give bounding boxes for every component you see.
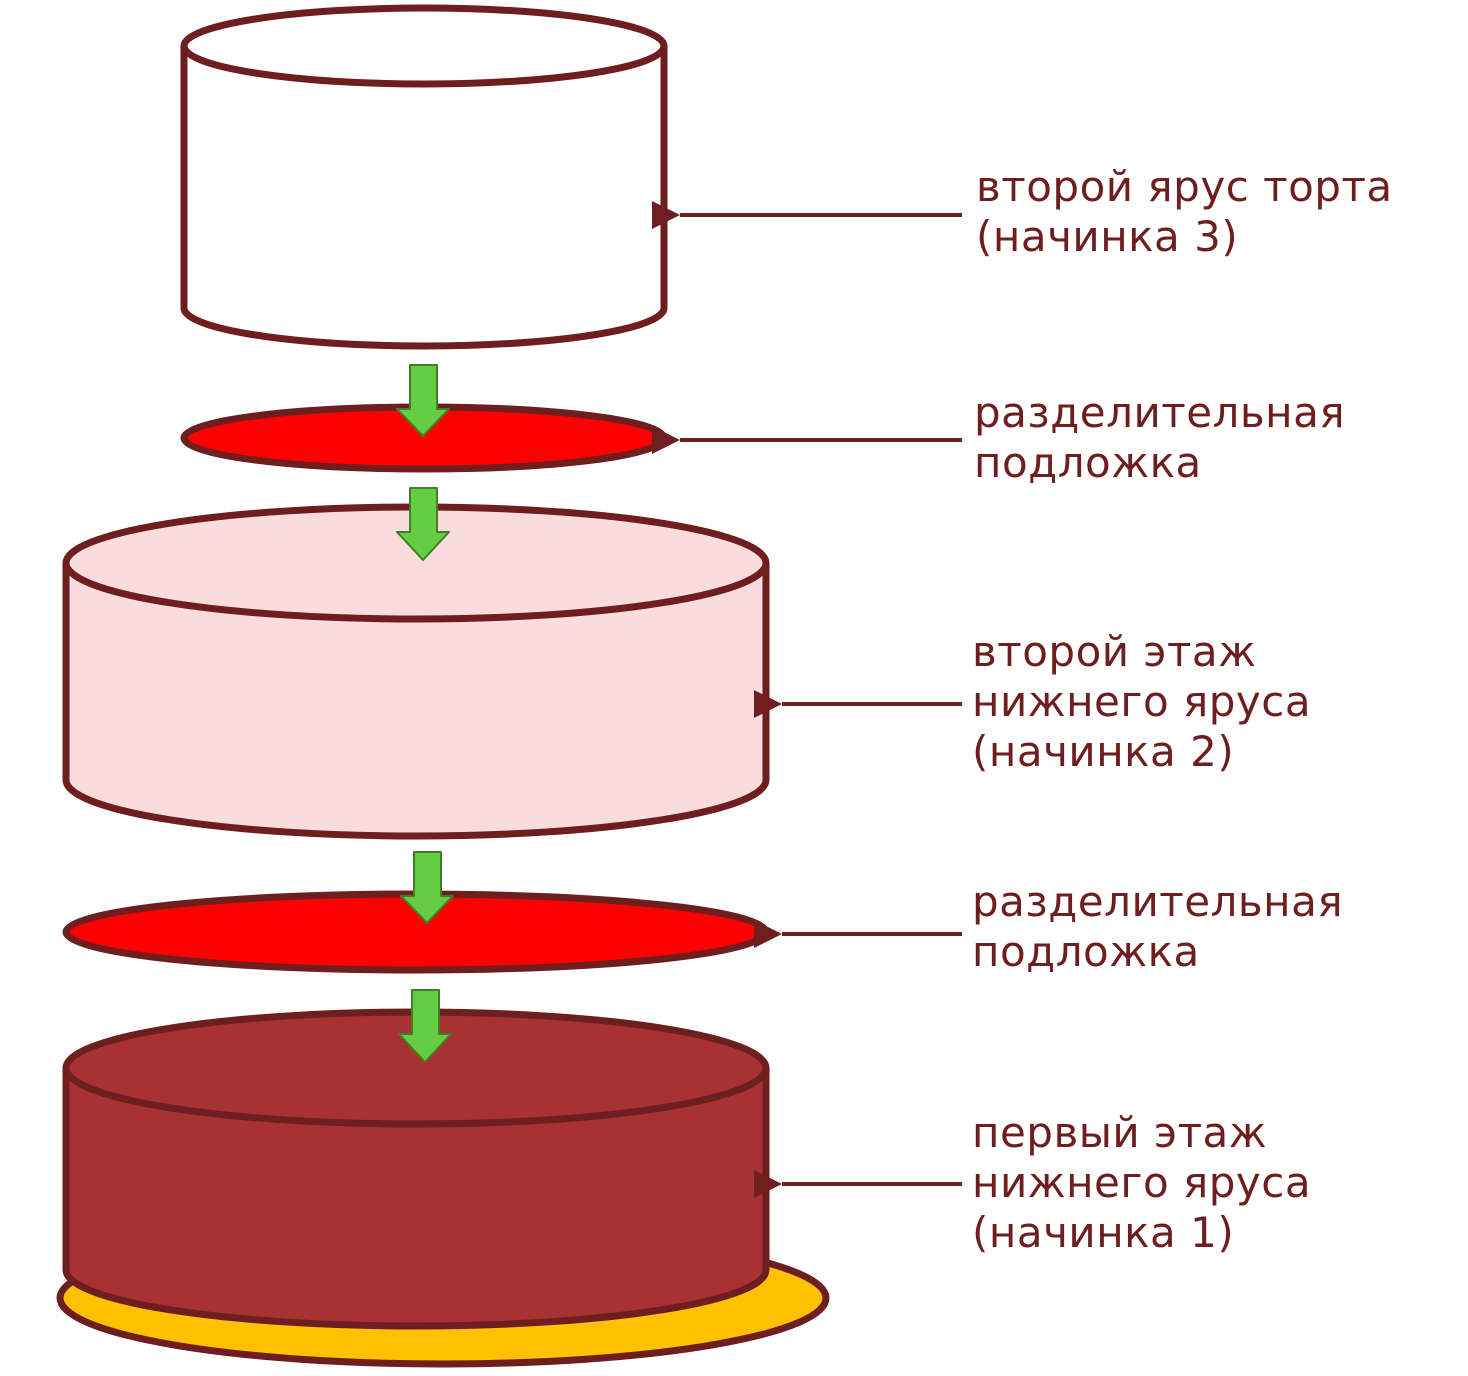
label-middle-layer-line2: нижнего яруса	[972, 677, 1312, 726]
label-separator-lower-line1: разделительная	[972, 877, 1344, 926]
assembly-arrow-3	[400, 851, 454, 924]
label-top-tier: второй ярус торта (начинка 3)	[976, 162, 1393, 262]
label-middle-layer: второй этаж нижнего яруса (начинка 2)	[972, 627, 1311, 777]
label-middle-layer-line1: второй этаж	[972, 627, 1257, 676]
label-separator-upper-line2: подложка	[974, 438, 1202, 487]
label-bottom-layer-line3: (начинка 1)	[972, 1208, 1235, 1257]
label-separator-lower-line2: подложка	[972, 927, 1200, 976]
assembly-arrow-1	[396, 364, 450, 437]
label-separator-lower: разделительная подложка	[972, 877, 1343, 977]
middle-layer-cylinder	[62, 503, 770, 840]
label-separator-upper-line1: разделительная	[974, 388, 1346, 437]
label-bottom-layer-line1: первый этаж	[972, 1108, 1268, 1157]
label-separator-upper: разделительная подложка	[974, 388, 1345, 488]
top-tier-cylinder	[180, 4, 668, 350]
assembly-arrow-2	[396, 487, 450, 561]
assembly-arrow-4	[398, 989, 452, 1063]
label-top-tier-line1: второй ярус торта	[976, 162, 1393, 211]
label-bottom-layer: первый этаж нижнего яруса (начинка 1)	[972, 1108, 1311, 1258]
label-top-tier-line2: (начинка 3)	[976, 212, 1239, 261]
bottom-layer-cylinder	[62, 1008, 770, 1330]
label-middle-layer-line3: (начинка 2)	[972, 727, 1235, 776]
label-bottom-layer-line2: нижнего яруса	[972, 1158, 1312, 1207]
